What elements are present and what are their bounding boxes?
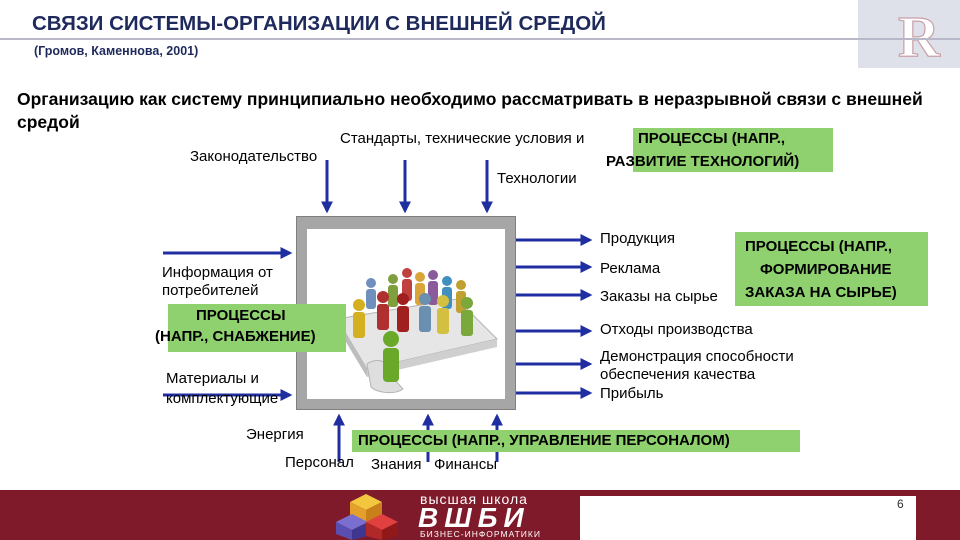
header-divider — [0, 38, 960, 40]
label-quality-line2: обеспечения качества — [600, 366, 756, 383]
process-technology-line1: ПРОЦЕССЫ (НАПР., — [638, 130, 786, 147]
label-profit: Прибыль — [600, 385, 664, 402]
footer-logo-main-text: ВШБИ — [418, 502, 530, 533]
label-materials-line2: комплектующие — [166, 390, 279, 407]
footer-logo-sub-text: БИЗНЕС-ИНФОРМАТИКИ — [420, 529, 541, 539]
label-knowledge: Знания — [371, 456, 422, 473]
label-info-line1: Информация от — [162, 264, 273, 281]
label-waste: Отходы производства — [600, 321, 753, 338]
process-supply-line2: (НАПР., СНАБЖЕНИЕ) — [155, 328, 316, 345]
people-puzzle-icon — [336, 268, 498, 394]
process-orders-line3: ЗАКАЗА НА СЫРЬЕ) — [745, 284, 897, 301]
header-logo-panel: R — [858, 0, 960, 70]
label-legislation: Законодательство — [190, 148, 318, 165]
process-hr-label: ПРОЦЕССЫ (НАПР., УПРАВЛЕНИЕ ПЕРСОНАЛОМ) — [358, 432, 730, 449]
process-hr-badge: ПРОЦЕССЫ (НАПР., УПРАВЛЕНИЕ ПЕРСОНАЛОМ) — [352, 430, 800, 452]
label-ads: Реклама — [600, 260, 661, 277]
process-orders-badge: ПРОЦЕССЫ (НАПР., ФОРМИРОВАНИЕ ЗАКАЗА НА … — [735, 232, 928, 306]
label-orders: Заказы на сырье — [600, 288, 718, 305]
process-supply-badge: ПРОЦЕССЫ (НАПР., СНАБЖЕНИЕ) — [155, 304, 346, 352]
page-number: 6 — [897, 497, 904, 511]
process-technology-line2: РАЗВИТИЕ ТЕХНОЛОГИЙ) — [606, 153, 800, 170]
label-materials-line1: Материалы и — [166, 370, 259, 387]
process-orders-line2: ФОРМИРОВАНИЕ — [760, 261, 892, 278]
process-supply-line1: ПРОЦЕССЫ — [196, 307, 286, 324]
svg-text:R: R — [898, 4, 941, 68]
cubes-logo-icon — [336, 494, 398, 540]
label-energy: Энергия — [246, 426, 304, 443]
label-info-line2: потребителей — [162, 282, 259, 299]
footer-logo-top-text: высшая школа — [420, 491, 528, 507]
label-quality-line1: Демонстрация способности — [600, 348, 794, 365]
page-title: СВЯЗИ СИСТЕМЫ-ОРГАНИЗАЦИИ С ВНЕШНЕЙ СРЕД… — [32, 12, 606, 35]
process-technology-badge: ПРОЦЕССЫ (НАПР., РАЗВИТИЕ ТЕХНОЛОГИЙ) — [606, 128, 833, 172]
process-orders-line1: ПРОЦЕССЫ (НАПР., — [745, 238, 893, 255]
label-product: Продукция — [600, 230, 676, 247]
intro-text: Организацию как систему принципиально не… — [17, 89, 923, 132]
page-subtitle: (Громов, Каменнова, 2001) — [34, 44, 199, 58]
label-standards: Стандарты, технические условия и — [340, 130, 585, 147]
university-logo-icon: R — [897, 3, 941, 69]
label-finance: Финансы — [434, 456, 497, 473]
label-technology: Технологии — [497, 170, 577, 187]
arrows-layer — [163, 160, 593, 462]
label-personnel: Персонал — [285, 454, 354, 471]
